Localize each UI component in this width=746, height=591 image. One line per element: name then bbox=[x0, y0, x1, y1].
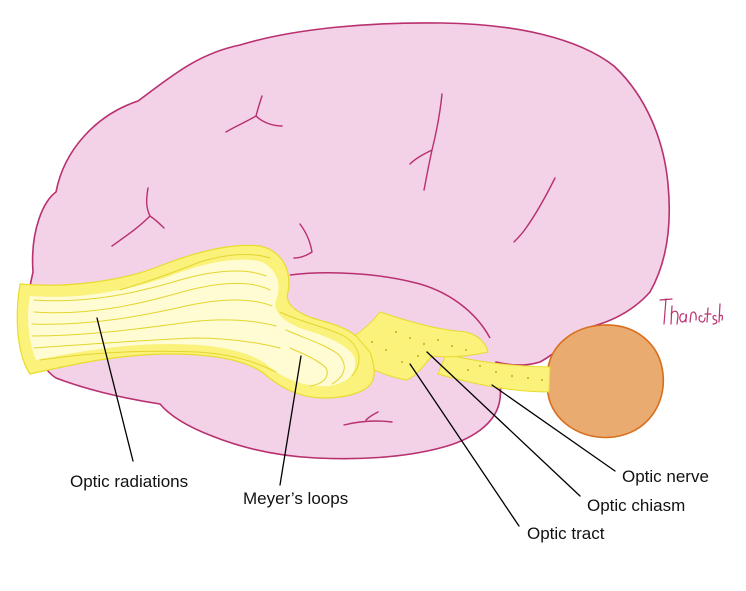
artist-signature bbox=[659, 298, 723, 325]
label-meyers-loops: Meyer’s loops bbox=[243, 489, 349, 508]
optic-nerve-shape bbox=[437, 353, 551, 393]
temporal-lobe-contour bbox=[289, 272, 491, 339]
label-optic-tract: Optic tract bbox=[527, 524, 605, 543]
label-optic-nerve: Optic nerve bbox=[622, 467, 709, 486]
leader-optic-nerve bbox=[491, 384, 616, 472]
leader-optic-tract bbox=[409, 363, 520, 527]
brain-sulci bbox=[111, 93, 556, 426]
leader-lines bbox=[96, 317, 616, 527]
leader-meyers-loops bbox=[279, 355, 302, 486]
label-optic-chiasm: Optic chiasm bbox=[587, 496, 686, 515]
tract-stippling bbox=[371, 331, 543, 381]
leader-optic-chiasm bbox=[426, 351, 581, 497]
optic-radiations-inner bbox=[28, 259, 356, 387]
eye-globe bbox=[545, 324, 665, 439]
radiation-fibers bbox=[31, 254, 360, 387]
label-optic-radiations: Optic radiations bbox=[70, 472, 189, 491]
leader-optic-radiations bbox=[96, 317, 134, 462]
